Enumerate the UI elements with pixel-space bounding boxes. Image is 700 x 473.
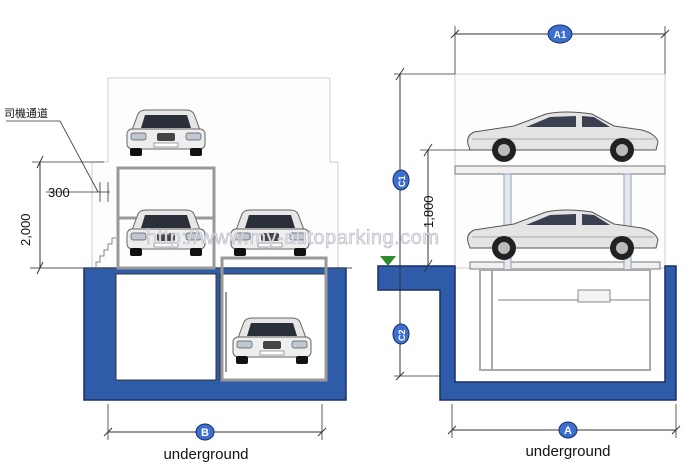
dim-2000-label: 2,000: [18, 213, 33, 246]
watermark: http://www.my-autoparking.com: [146, 227, 440, 249]
marker-a: [558, 421, 578, 439]
right-caption: underground: [525, 443, 610, 460]
dim-300-label: 300: [48, 185, 70, 200]
left-caption: underground: [163, 446, 248, 463]
marker-b: [195, 423, 215, 441]
left-pit-lift-frame: [220, 256, 328, 382]
car-front-icon: [126, 109, 206, 157]
dim-1800-label: 1,800: [421, 195, 436, 228]
marker-c1: [392, 169, 410, 191]
upper-platform: [454, 165, 666, 175]
marker-a-label: A: [564, 425, 572, 437]
marker-b-label: B: [201, 427, 209, 439]
side-note-label: 司機通道: [4, 106, 48, 120]
marker-a1-label: A1: [554, 30, 567, 41]
left-pit-chamber-1: [115, 273, 217, 381]
right-pit: [377, 265, 677, 401]
marker-a1: [547, 24, 573, 44]
right-system: C1 C2 1,800 A1 A underground: [377, 24, 681, 460]
left-system: 2,000 300 司機通道 B underground: [4, 77, 352, 463]
marker-c2-label: C2: [397, 329, 407, 341]
car-front-icon: [232, 317, 312, 365]
marker-c2: [392, 323, 410, 345]
stairs: [95, 237, 116, 268]
ground-level-triangle-icon: [380, 256, 396, 266]
pit-lift-frame: [479, 269, 651, 371]
marker-c1-label: C1: [397, 175, 407, 187]
